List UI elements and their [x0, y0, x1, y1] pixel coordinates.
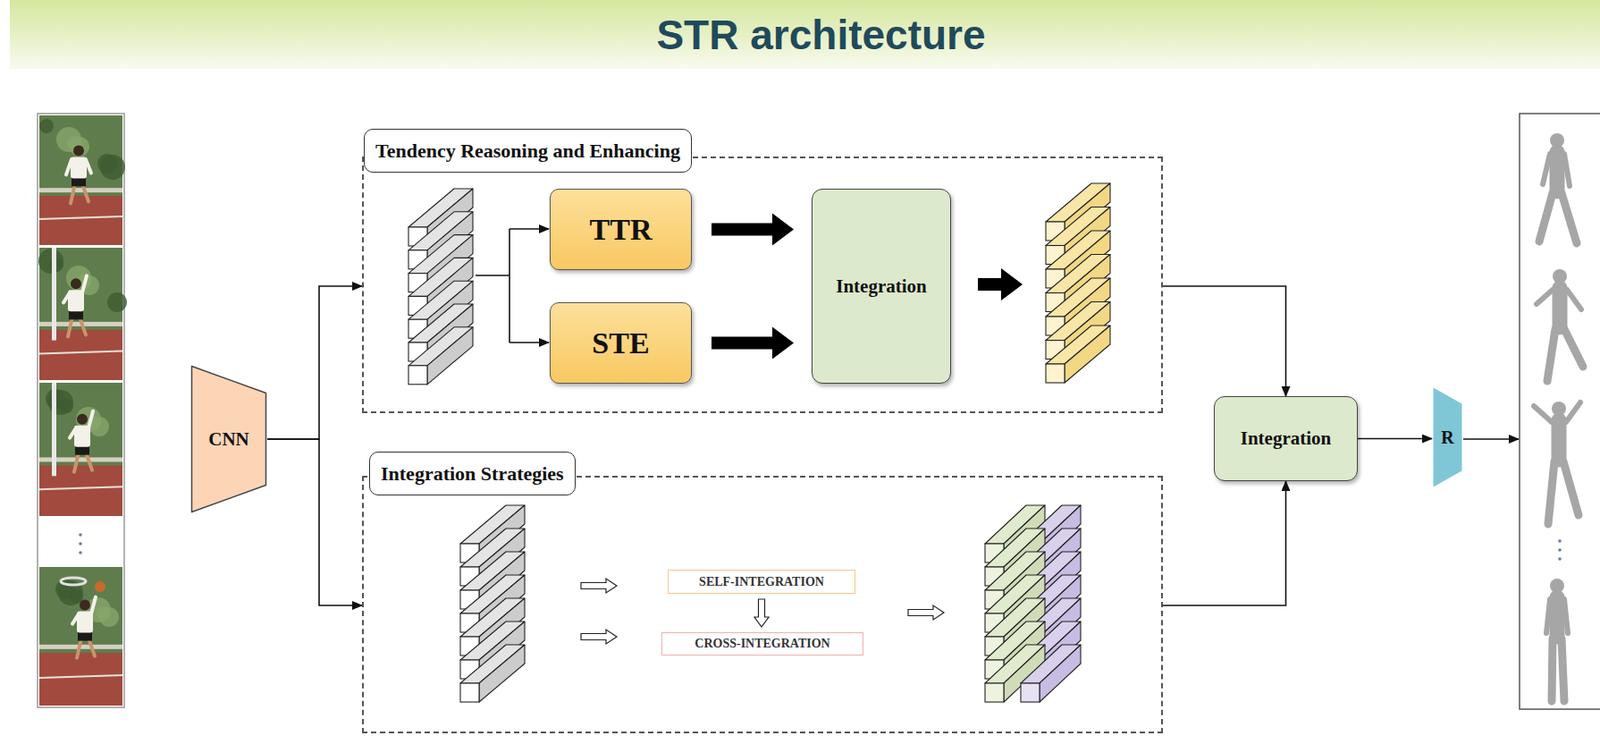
flow-arrow — [1357, 437, 1432, 440]
node-label: Integration — [1240, 427, 1332, 450]
output-mesh-panel — [1519, 113, 1600, 709]
ste-module: STE — [549, 302, 692, 384]
cnn-backbone: CNN — [190, 364, 268, 514]
region-heading: Integration Strategies — [369, 451, 576, 496]
self-integration-tag: SELF-INTEGRATION — [667, 569, 856, 594]
input-video-frames — [37, 113, 127, 708]
cross-integration-tag: CROSS-INTEGRATION — [661, 631, 864, 656]
title-banner: STR architecture — [9, 0, 1600, 69]
node-label: SELF-INTEGRATION — [698, 574, 825, 590]
title: STR architecture — [656, 10, 986, 59]
tendency-region: Tendency Reasoning and EnhancingTTRSTEIn… — [362, 156, 1163, 413]
region-heading: Tendency Reasoning and Enhancing — [363, 128, 692, 173]
integration-block: Integration — [811, 188, 952, 384]
node-label: R — [1440, 427, 1454, 448]
block-arrow — [711, 327, 794, 360]
hollow-arrow — [754, 598, 769, 627]
block-arrow — [711, 213, 794, 246]
node-label: CNN — [208, 428, 250, 451]
node-label: STE — [591, 326, 649, 361]
flow-arrow — [267, 438, 363, 606]
integration-block: Integration — [1213, 395, 1358, 481]
feature-stacks — [408, 183, 1111, 702]
regressor: R — [1431, 386, 1464, 489]
flow-arrow — [1162, 286, 1287, 396]
strategies-region: Integration StrategiesSELF-INTEGRATIONCR… — [362, 475, 1163, 733]
node-label: CROSS-INTEGRATION — [694, 636, 830, 651]
flow-arrow — [1162, 480, 1287, 606]
ttr-module: TTR — [549, 188, 692, 270]
node-label: TTR — [589, 212, 653, 247]
node-label: Integration — [835, 275, 927, 298]
flow-arrow — [267, 286, 363, 439]
flow-arrows — [475, 228, 1519, 644]
